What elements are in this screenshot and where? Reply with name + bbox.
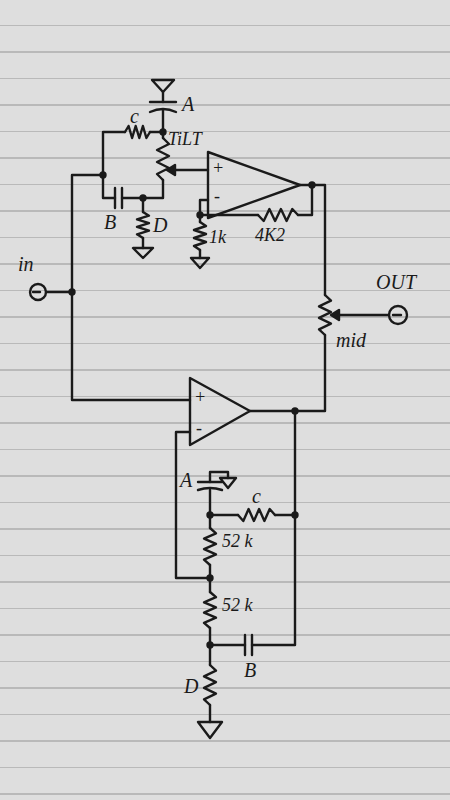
ground-symbol	[191, 258, 209, 268]
resistor-symbol	[194, 222, 206, 250]
component-label: B	[104, 212, 116, 232]
resistor-symbol	[238, 509, 275, 521]
component-label: 4K2	[255, 226, 285, 244]
junction-dot	[293, 409, 298, 414]
wire	[210, 644, 245, 646]
junction-dot	[141, 196, 146, 201]
jack-symbol	[30, 284, 46, 300]
wiper-arrow	[167, 165, 339, 320]
junction-dot	[101, 173, 106, 178]
junction-dot	[70, 130, 315, 648]
component-label: OUT	[376, 272, 416, 292]
capacitor-symbol	[198, 481, 222, 483]
ground-symbol	[198, 722, 222, 738]
ground-symbol	[133, 248, 153, 258]
resistor-symbol	[204, 528, 216, 565]
jack-symbol	[30, 284, 407, 324]
wire	[142, 238, 144, 248]
component-label: mid	[336, 330, 366, 350]
wire	[172, 169, 208, 171]
component-label: -	[196, 419, 202, 437]
capacitor-symbol	[114, 188, 116, 208]
capacitor-symbol	[198, 488, 222, 490]
ground-symbol	[220, 478, 236, 488]
component-label: -	[214, 187, 220, 205]
capacitor-symbol	[251, 635, 253, 655]
component-label: +	[212, 159, 224, 177]
component-label: B	[244, 660, 256, 680]
resistor-symbol	[204, 592, 216, 628]
wire	[275, 411, 295, 515]
junction-dot	[293, 513, 298, 518]
capacitor-symbol	[121, 188, 123, 208]
wire	[46, 110, 388, 722]
resistor-symbol	[157, 138, 169, 180]
jack-symbol	[393, 314, 401, 316]
resistor-symbol	[319, 295, 331, 335]
capacitor-symbol	[115, 188, 252, 655]
jack-symbol	[33, 291, 40, 293]
resistor-symbol	[258, 209, 298, 221]
wire	[46, 291, 72, 293]
junction-dot	[70, 290, 75, 295]
wire	[72, 175, 190, 400]
component-label: A	[182, 94, 194, 114]
opamp-symbol	[190, 378, 250, 445]
wire	[176, 432, 210, 578]
ground-symbol	[152, 80, 174, 92]
resistor-symbol	[125, 126, 331, 705]
component-label: 52 k	[222, 596, 253, 614]
ground-symbol	[133, 248, 236, 738]
capacitor-symbol	[244, 635, 246, 655]
junction-dot	[208, 513, 213, 518]
wiper-arrow	[167, 165, 175, 175]
wire	[298, 185, 312, 215]
ground-symbol	[152, 80, 174, 102]
junction-dot	[208, 576, 213, 581]
capacitor-symbol	[150, 101, 176, 103]
junction-dot	[208, 643, 213, 648]
resistor-symbol	[125, 126, 150, 138]
ground-symbol	[162, 92, 164, 102]
component-label: D	[153, 215, 167, 235]
wire	[209, 705, 211, 722]
wire	[252, 515, 295, 645]
wire	[250, 335, 325, 411]
component-label: A	[180, 470, 192, 490]
junction-dot	[310, 183, 315, 188]
component-label: TiLT	[168, 130, 202, 148]
wiper-arrow	[331, 310, 339, 320]
opamp-symbol	[190, 152, 300, 445]
component-label: c	[252, 486, 261, 506]
component-label: c	[130, 106, 139, 126]
wire	[336, 314, 388, 316]
component-label: D	[184, 676, 198, 696]
opamp-symbol	[208, 152, 300, 218]
component-label: in	[18, 254, 34, 274]
wire	[210, 490, 238, 515]
component-label: 52 k	[222, 532, 253, 550]
resistor-symbol	[204, 665, 216, 705]
resistor-symbol	[137, 212, 149, 238]
component-label: +	[194, 388, 206, 406]
wire	[300, 185, 325, 295]
jack-symbol	[389, 306, 407, 324]
junction-dot	[198, 213, 203, 218]
junction-dot	[161, 130, 166, 135]
component-label: 1k	[209, 228, 226, 246]
